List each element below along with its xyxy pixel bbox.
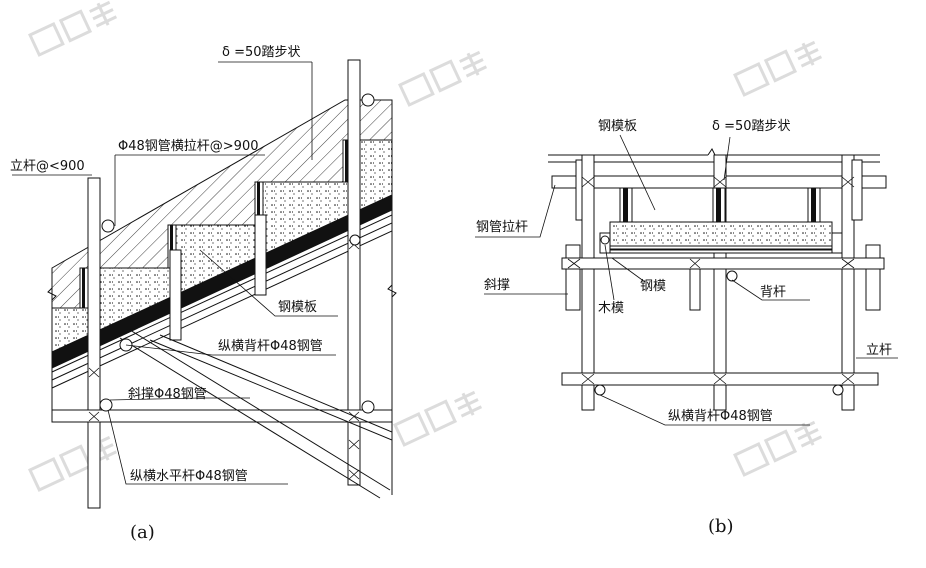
zhulong-logo-watermark [733, 40, 823, 97]
label-a-back-bar: 纵横背杆Φ48钢管 [218, 339, 323, 354]
zhulong-logo-watermark [28, 0, 118, 57]
label-a-upright: 立杆@<900 [10, 159, 85, 174]
zhulong-logo-watermark [28, 435, 118, 492]
caption-b: (b) [708, 516, 734, 537]
zhulong-logo-watermark [733, 420, 823, 477]
label-b-steel-form: 钢模板 [598, 119, 637, 134]
steel-form-bars-b [619, 187, 821, 223]
label-a-tie-bar: Φ48钢管横拉杆@>900 [118, 139, 258, 154]
label-b-tread: δ =50踏步状 [712, 119, 791, 134]
label-b-upright: 立杆 [866, 343, 892, 358]
label-b-back-bar: 背杆 [760, 285, 786, 300]
watermark [28, 0, 823, 492]
panel-a-drawing [47, 59, 397, 509]
label-b-wood-mold: 木模 [598, 301, 624, 316]
uprights-a [87, 59, 361, 509]
panel-b-drawing [548, 148, 887, 411]
zhulong-logo-watermark [398, 50, 488, 107]
label-b-back-bar-long: 纵横背杆Φ48钢管 [668, 409, 773, 424]
steel-form-band [52, 195, 392, 368]
leaders-b [475, 134, 898, 426]
leaders-a [12, 61, 338, 485]
caption-a: (a) [130, 522, 155, 543]
pipe-sections-b [594, 235, 844, 396]
label-b-pipe-tie: 钢管拉杆 [476, 220, 528, 235]
label-a-horizontal-bar: 纵横水平杆Φ48钢管 [130, 469, 248, 484]
label-a-tread: δ =50踏步状 [222, 45, 301, 60]
label-b-steel-mold: 钢模 [640, 279, 666, 294]
slab-concrete-b [609, 221, 833, 247]
label-a-brace: 斜撑Φ48钢管 [128, 387, 207, 402]
zhulong-logo-watermark [393, 390, 483, 447]
label-a-steel-form: 钢模板 [278, 300, 317, 315]
label-b-brace: 斜撑 [484, 278, 510, 293]
